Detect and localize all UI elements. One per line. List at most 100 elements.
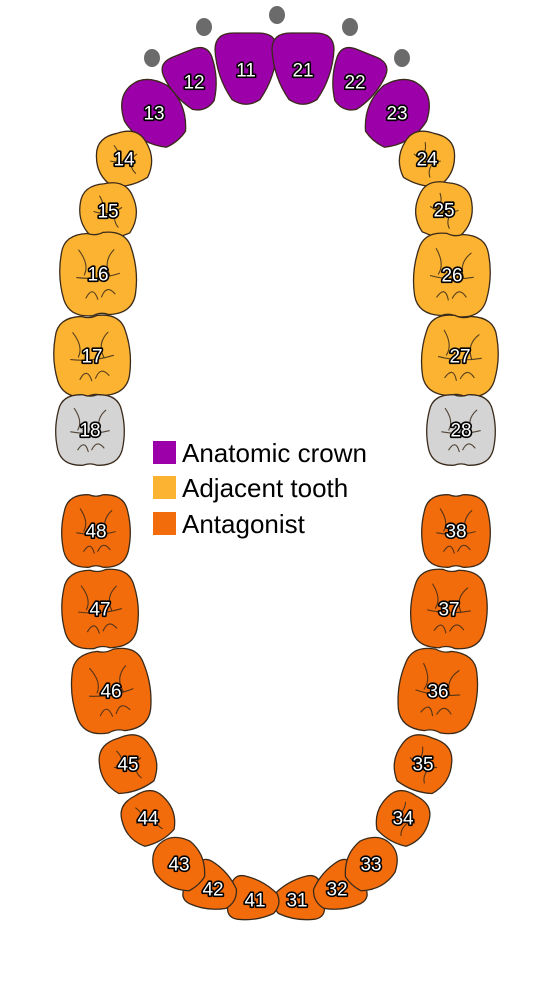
tooth-35[interactable]: 35 <box>387 728 459 799</box>
tooth-24[interactable]: 24 <box>394 126 461 192</box>
tooth-28-fissure <box>441 430 481 434</box>
tooth-43-crown <box>152 836 206 892</box>
tooth-27-fissure <box>443 329 450 356</box>
tooth-13-crown <box>121 78 187 148</box>
tooth-38-fissure <box>443 545 455 554</box>
tooth-21[interactable]: 21 <box>271 32 335 105</box>
legend-item-antagonist[interactable]: Antagonist <box>153 509 306 539</box>
tooth-25-label: 25 <box>433 201 454 222</box>
tooth-34-label: 34 <box>392 809 414 830</box>
tooth-27-fissure <box>459 371 475 380</box>
tooth-15-fissure <box>99 195 104 213</box>
legend-item-anatomic-crown[interactable]: Anatomic crown <box>153 438 367 468</box>
tooth-17[interactable]: 17 <box>51 313 133 399</box>
tooth-44-fissure <box>135 807 143 823</box>
tooth-45-fissure <box>116 750 123 768</box>
tooth-17-fissure <box>70 354 115 361</box>
tooth-25-fissure <box>429 206 459 213</box>
tooth-48-fissure <box>97 544 111 552</box>
tooth-37-fissure <box>433 624 447 634</box>
tooth-15-fissure <box>114 210 119 228</box>
tooth-16-fissure <box>101 289 116 298</box>
tooth-36-label: 36 <box>427 682 448 703</box>
tooth-28-fissure <box>448 444 460 453</box>
tooth-38-label: 38 <box>445 522 466 543</box>
tooth-18[interactable]: 18 <box>55 394 125 466</box>
tooth-11[interactable]: 11 <box>214 32 278 105</box>
tooth-22[interactable]: 22 <box>320 44 391 119</box>
tooth-34[interactable]: 34 <box>368 783 438 853</box>
tooth-34-fissure <box>400 822 409 837</box>
tooth-48-fissure <box>76 531 116 535</box>
tooth-16[interactable]: 16 <box>57 230 139 318</box>
tooth-26[interactable]: 26 <box>411 231 493 319</box>
tooth-18-fissure <box>91 443 105 451</box>
tooth-23[interactable]: 23 <box>352 67 442 159</box>
tooth-48[interactable]: 48 <box>61 494 131 568</box>
tooth-16-fissure <box>76 272 121 279</box>
tooth-48-fissure <box>79 508 87 532</box>
tooth-17-fissure <box>72 332 81 358</box>
legend-label-antagonist: Antagonist <box>182 509 306 539</box>
tooth-48-fissure <box>104 510 113 534</box>
tooth-11-crown <box>214 32 278 105</box>
legend: Anatomic crown Adjacent tooth Antagonist <box>153 438 367 539</box>
tooth-27[interactable]: 27 <box>419 313 501 399</box>
tooth-47-fissure <box>102 623 118 632</box>
implant-marker-12 <box>196 18 212 36</box>
tooth-18-fissure <box>70 430 110 434</box>
tooth-37[interactable]: 37 <box>409 568 489 650</box>
tooth-14[interactable]: 14 <box>91 126 158 192</box>
teeth-arch: 1112131415161718212223242526272831323334… <box>51 32 501 921</box>
legend-label-anatomic-crown: Anatomic crown <box>182 438 367 468</box>
tooth-46-fissure <box>89 668 99 694</box>
tooth-48-label: 48 <box>85 522 106 543</box>
tooth-44-crown <box>120 789 176 847</box>
tooth-38[interactable]: 38 <box>421 494 491 568</box>
tooth-11-label: 11 <box>236 61 256 82</box>
tooth-15-fissure <box>93 207 123 214</box>
tooth-37-fissure <box>426 609 471 614</box>
tooth-25-crown <box>415 181 473 239</box>
tooth-33[interactable]: 33 <box>334 827 407 901</box>
tooth-47-fissure <box>86 625 100 634</box>
tooth-47-fissure <box>80 585 89 611</box>
tooth-35-fissure <box>423 767 431 784</box>
tooth-36-fissure <box>420 706 434 717</box>
tooth-16-fissure <box>78 249 87 276</box>
tooth-35-fissure <box>409 757 438 769</box>
tooth-28[interactable]: 28 <box>426 394 496 466</box>
tooth-24-crown <box>398 130 456 188</box>
tooth-15[interactable]: 15 <box>76 180 140 243</box>
legend-item-adjacent-tooth[interactable]: Adjacent tooth <box>153 473 348 503</box>
tooth-37-fissure <box>458 587 469 613</box>
tooth-47[interactable]: 47 <box>60 568 140 650</box>
tooth-27-fissure <box>444 371 457 381</box>
tooth-25[interactable]: 25 <box>412 179 476 242</box>
tooth-37-fissure <box>432 583 439 609</box>
tooth-26-fissure <box>451 291 467 299</box>
tooth-21-label: 21 <box>292 61 313 82</box>
tooth-13[interactable]: 13 <box>109 67 199 159</box>
tooth-45-label: 45 <box>117 755 138 776</box>
tooth-15-label: 15 <box>97 202 118 223</box>
tooth-35-label: 35 <box>412 755 433 776</box>
tooth-16-fissure <box>85 291 99 300</box>
tooth-28-crown <box>426 394 496 466</box>
tooth-21-crown <box>271 32 335 105</box>
tooth-26-label: 26 <box>441 266 462 287</box>
tooth-45[interactable]: 45 <box>92 728 164 799</box>
tooth-46-fissure <box>115 705 131 715</box>
legend-label-adjacent-tooth: Adjacent tooth <box>182 473 348 503</box>
tooth-36[interactable]: 36 <box>393 645 482 738</box>
tooth-43[interactable]: 43 <box>142 827 215 901</box>
tooth-33-label: 33 <box>360 855 381 876</box>
tooth-26-fissure <box>461 252 472 279</box>
tooth-44[interactable]: 44 <box>113 783 183 853</box>
tooth-38-fissure <box>457 544 471 552</box>
tooth-45-fissure <box>113 757 142 769</box>
tooth-16-fissure <box>106 249 115 276</box>
tooth-27-crown <box>420 314 499 398</box>
tooth-46[interactable]: 46 <box>66 645 155 738</box>
tooth-22-label: 22 <box>344 73 365 94</box>
